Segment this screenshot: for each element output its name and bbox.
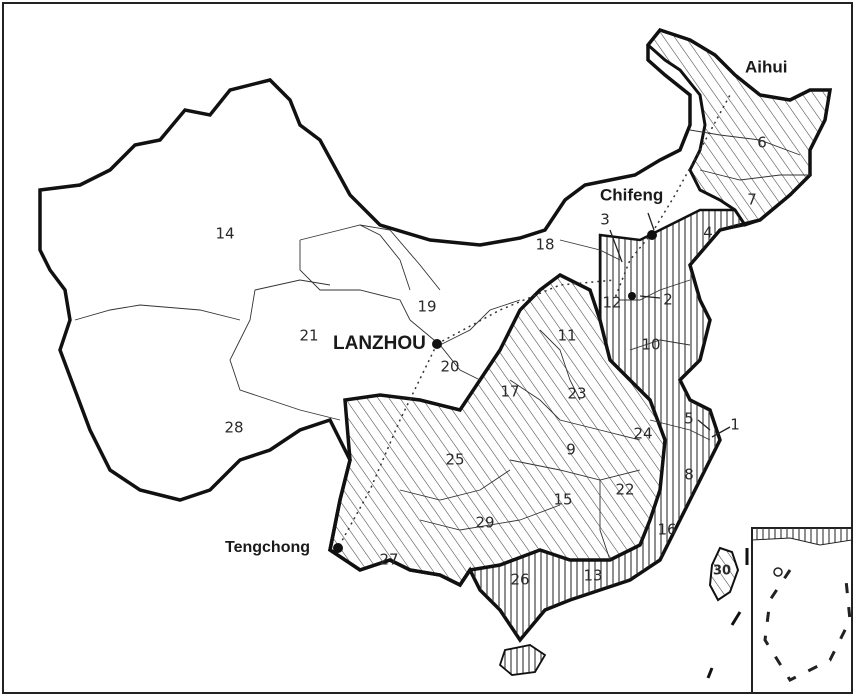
region-label-23: 23 (567, 385, 586, 403)
inset-dashed-line (763, 569, 852, 682)
region-label-18: 18 (535, 236, 554, 254)
region-label-20: 20 (440, 358, 459, 376)
city-lanzhou-label: LANZHOU (333, 333, 426, 354)
region-label-28: 28 (224, 419, 243, 437)
region-label-13: 13 (583, 567, 602, 585)
region-central-south-hatched (328, 272, 667, 588)
region-label-2: 2 (663, 291, 673, 309)
region-northeast-hatched (645, 28, 832, 227)
sea-dash-marks (706, 548, 749, 679)
region-label-24: 24 (633, 425, 652, 443)
city-chifeng-marker (647, 230, 657, 240)
region-label-6: 6 (757, 134, 767, 152)
region-label-1: 1 (730, 416, 740, 434)
label-leader-lines (609, 212, 731, 438)
region-label-9: 9 (566, 441, 576, 459)
region-label-3: 3 (600, 211, 610, 229)
region-label-5: 5 (684, 410, 694, 428)
region-labels: 1 2 3 4 5 6 7 8 9 10 11 12 13 14 15 16 1… (215, 134, 766, 589)
city-lanzhou-marker (432, 339, 442, 349)
city-tengchong-marker (333, 543, 343, 553)
city-chifeng-label: Chifeng (600, 185, 663, 204)
region-label-15: 15 (553, 491, 572, 509)
inset-south-china-sea (751, 527, 853, 694)
region-label-8: 8 (684, 466, 694, 484)
island-hainan (498, 644, 547, 676)
region-label-7: 7 (747, 191, 757, 209)
region-label-17: 17 (500, 383, 519, 401)
region-label-26: 26 (510, 571, 529, 589)
region-label-29: 29 (475, 514, 494, 532)
region-label-19: 19 (417, 298, 436, 316)
region-label-10: 10 (641, 336, 660, 354)
region-label-27: 27 (379, 551, 398, 569)
region-label-21: 21 (299, 327, 318, 345)
dotted-routes (337, 94, 731, 549)
inset-coast (751, 527, 853, 546)
city-beijing-marker (628, 292, 636, 300)
region-label-22: 22 (615, 481, 634, 499)
island-taiwan (708, 546, 740, 602)
region-label-30: 30 (713, 564, 731, 579)
region-label-4: 4 (703, 224, 713, 242)
region-label-16: 16 (657, 521, 676, 539)
city-tengchong-label: Tengchong (225, 539, 310, 556)
inset-island (773, 567, 783, 577)
region-label-14: 14 (215, 225, 234, 243)
region-label-25: 25 (445, 451, 464, 469)
region-label-11: 11 (557, 327, 576, 345)
cities: Aihui Chifeng LANZHOU Tengchong (225, 57, 788, 556)
city-aihui-label: Aihui (745, 57, 788, 76)
region-label-12: 12 (602, 294, 621, 312)
